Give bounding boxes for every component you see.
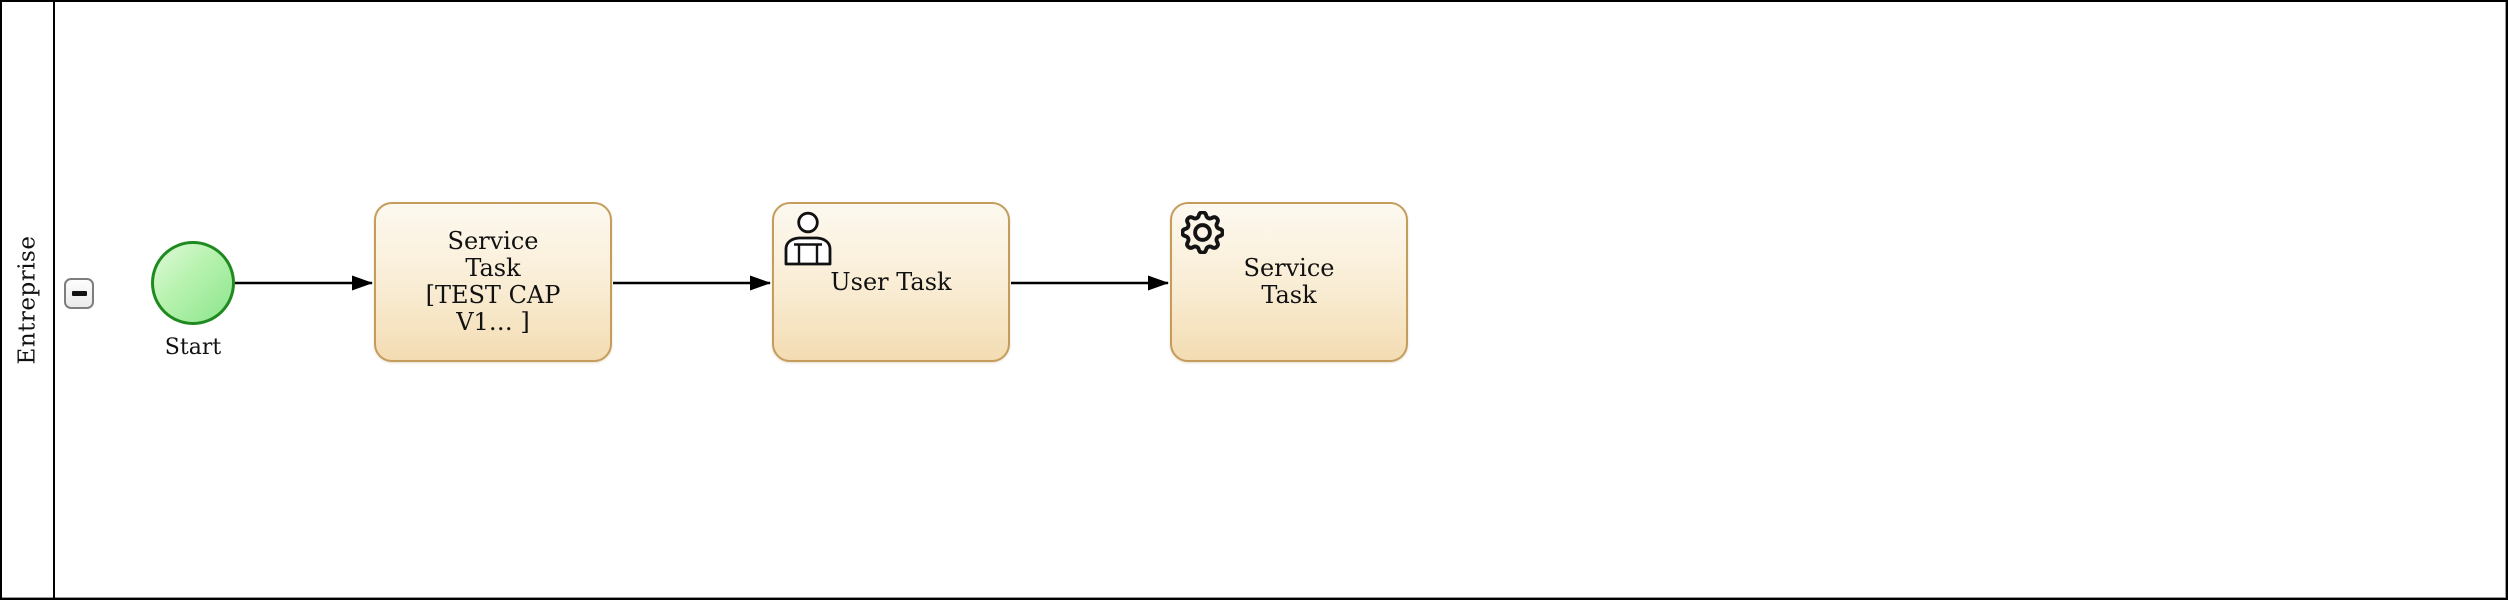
- gear-icon: [1181, 211, 1224, 254]
- user-icon: [784, 211, 832, 266]
- user-task-node[interactable]: User Task: [772, 202, 1010, 362]
- minus-icon: [71, 291, 87, 296]
- lane-divider: [53, 2, 55, 598]
- service-task-1-node[interactable]: Service Task [TEST CAP V1… ]: [374, 202, 612, 362]
- collapse-lane-button[interactable]: [64, 278, 94, 309]
- service-task-2-label: Service Task: [1243, 254, 1335, 309]
- start-event-label: Start: [164, 335, 222, 360]
- service-task-2-node[interactable]: Service Task: [1170, 202, 1408, 362]
- lane-header[interactable]: Entreprise: [2, 2, 53, 598]
- service-task-1-label: Service Task [TEST CAP V1… ]: [425, 227, 561, 336]
- user-task-label: User Task: [830, 267, 952, 296]
- lane-label: Entreprise: [14, 235, 41, 365]
- start-event-node[interactable]: [151, 241, 235, 325]
